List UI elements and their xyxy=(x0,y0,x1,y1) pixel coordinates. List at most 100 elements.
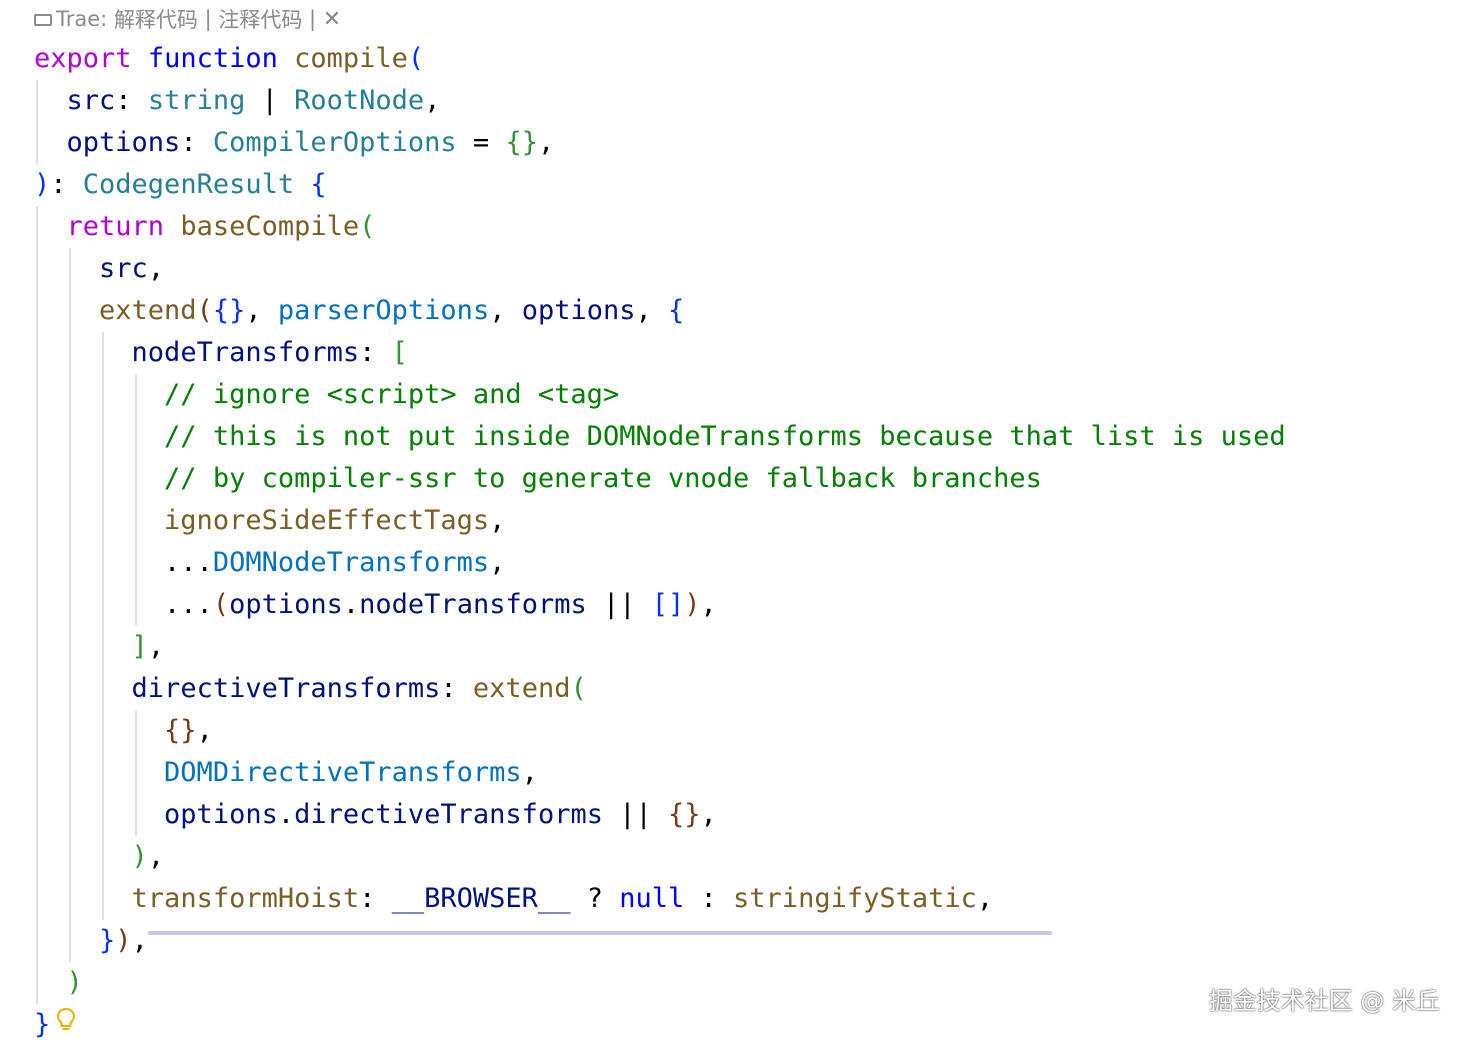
code-line: ), xyxy=(34,836,1286,878)
code-token: , xyxy=(424,85,441,116)
code-token: ( xyxy=(359,211,376,242)
code-token: src xyxy=(99,253,148,284)
code-token: string xyxy=(147,85,246,116)
indent-guide xyxy=(135,710,137,836)
code-token xyxy=(34,122,67,164)
code-token xyxy=(34,710,164,752)
code-token: , xyxy=(521,757,538,788)
code-token: , xyxy=(700,589,717,620)
explain-code-link[interactable]: 解释代码 xyxy=(113,8,198,32)
code-token: // ignore <script> and <tag> xyxy=(164,379,620,410)
code-token: || xyxy=(602,799,668,830)
code-token xyxy=(294,164,310,206)
code-token: options xyxy=(521,295,636,326)
code-token xyxy=(34,206,67,248)
code-token: DOMDirectiveTransforms xyxy=(164,757,522,788)
code-line: }), xyxy=(34,920,1286,962)
code-token: : xyxy=(684,883,734,914)
code-token: ( xyxy=(212,589,230,620)
code-token: [ xyxy=(391,337,408,368)
code-line: ignoreSideEffectTags, xyxy=(34,500,1286,542)
code-line: {}, xyxy=(34,710,1286,752)
code-line: } xyxy=(34,1004,1286,1046)
code-token: . xyxy=(277,799,295,830)
code-token: ( xyxy=(196,295,213,326)
code-token: ... xyxy=(164,589,213,620)
code-token xyxy=(34,500,164,542)
code-token: DOMNodeTransforms xyxy=(212,547,490,578)
code-token: , xyxy=(537,127,555,158)
code-token xyxy=(34,80,67,122)
code-line: ...DOMNodeTransforms, xyxy=(34,542,1286,584)
indent-guide xyxy=(36,206,38,1004)
code-token: ) xyxy=(34,169,51,200)
code-token xyxy=(34,752,164,794)
code-line: ], xyxy=(34,626,1286,668)
code-token: , xyxy=(635,295,669,326)
code-token xyxy=(34,290,99,332)
code-token: stringifyStatic xyxy=(733,883,977,914)
code-token: options xyxy=(164,799,278,830)
code-token: || xyxy=(586,589,652,620)
code-token xyxy=(132,38,148,80)
code-token: __BROWSER__ xyxy=(391,883,571,914)
indent-guide xyxy=(36,80,38,164)
code-token: ignoreSideEffectTags xyxy=(164,505,490,536)
code-token: , xyxy=(976,883,994,914)
code-token xyxy=(34,626,132,668)
code-token: ) xyxy=(66,967,83,998)
code-token: ? xyxy=(570,883,620,914)
code-token: : xyxy=(115,85,148,116)
comment-code-link[interactable]: 注释代码 xyxy=(218,8,303,32)
code-line: src: string | RootNode, xyxy=(34,80,1286,122)
indent-guide xyxy=(102,332,104,920)
code-token xyxy=(34,458,164,500)
code-token: CodegenResult xyxy=(82,169,295,200)
code-token xyxy=(34,794,164,836)
code-token xyxy=(34,374,164,416)
code-line: // ignore <script> and <tag> xyxy=(34,374,1286,416)
code-token: ) xyxy=(131,841,148,872)
code-token: } xyxy=(34,1009,51,1040)
code-line: options.directiveTransforms || {}, xyxy=(34,794,1286,836)
code-token xyxy=(34,920,99,962)
code-token: extend xyxy=(472,673,571,704)
code-token xyxy=(164,206,180,248)
code-token xyxy=(34,584,164,626)
code-token: ... xyxy=(164,547,213,578)
ai-chat-icon xyxy=(34,14,52,26)
code-token xyxy=(34,248,99,290)
indent-guide xyxy=(135,374,137,626)
code-token: function xyxy=(147,43,278,74)
code-line: ...(options.nodeTransforms || []), xyxy=(34,584,1286,626)
code-token: : xyxy=(359,883,392,914)
code-token: {} xyxy=(668,799,701,830)
code-token: // by compiler-ssr to generate vnode fal… xyxy=(164,463,1042,494)
code-token xyxy=(278,38,294,80)
code-line: export function compile( xyxy=(34,38,1286,80)
code-token: RootNode xyxy=(294,85,425,116)
code-token: compile xyxy=(294,43,408,74)
close-icon[interactable]: ✕ xyxy=(322,6,342,32)
code-token: , xyxy=(147,253,165,284)
code-token: ] xyxy=(131,631,148,662)
code-token: { xyxy=(310,169,327,200)
lightbulb-icon[interactable] xyxy=(56,1004,76,1046)
code-token: , xyxy=(131,925,148,956)
code-token: src xyxy=(66,85,116,116)
code-token: [] xyxy=(651,589,685,620)
code-token xyxy=(34,878,132,920)
code-token: return xyxy=(66,211,165,242)
code-token: , xyxy=(196,715,213,746)
code-token: directiveTransforms xyxy=(294,799,603,830)
code-token: , xyxy=(700,799,717,830)
code-line: directiveTransforms: extend( xyxy=(34,668,1286,710)
codelens-separator: | xyxy=(302,7,323,31)
code-token: ( xyxy=(407,43,425,74)
code-token: , xyxy=(489,295,522,326)
code-editor[interactable]: export function compile( src: string | R… xyxy=(34,38,1286,1046)
code-token: options xyxy=(229,589,343,620)
code-token: ) xyxy=(684,589,701,620)
code-token: , xyxy=(489,547,506,578)
indent-guide xyxy=(69,248,71,962)
